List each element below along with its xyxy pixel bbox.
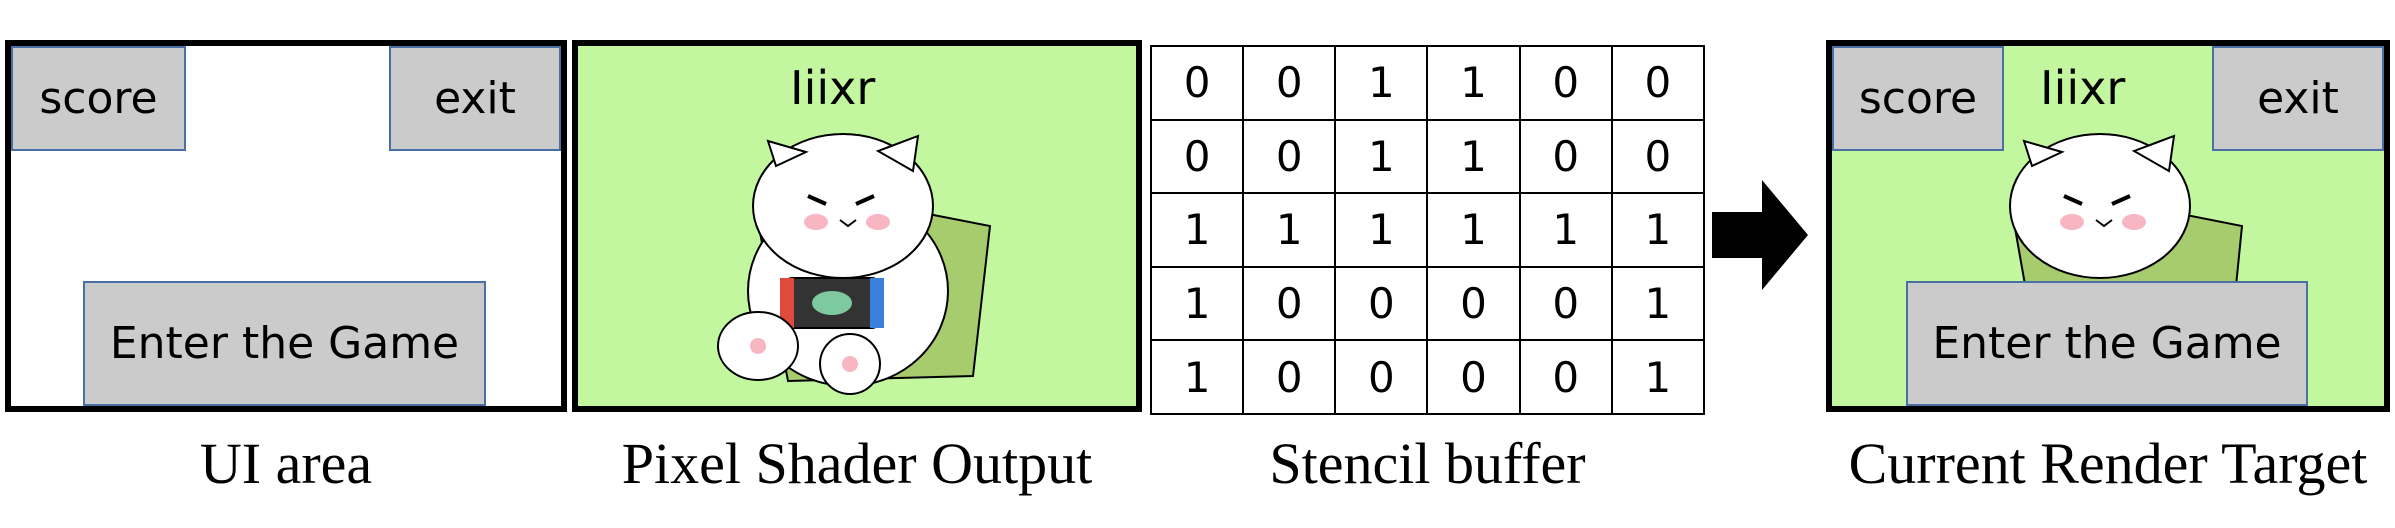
- stencil-cell: 1: [1151, 340, 1243, 414]
- stencil-cell: 0: [1520, 46, 1612, 120]
- stencil-row: 1 0 0 0 0 1: [1151, 340, 1704, 414]
- score-button[interactable]: score: [1832, 46, 2004, 151]
- render-title-text: Iiixr: [2040, 61, 2125, 115]
- render-target-caption: Current Render Target: [1826, 432, 2390, 496]
- enter-game-button[interactable]: Enter the Game: [1906, 281, 2308, 406]
- enter-game-button[interactable]: Enter the Game: [83, 281, 486, 406]
- render-target-panel: Iiixr score exit Enter the Game: [1826, 40, 2390, 412]
- stencil-cell: 1: [1612, 267, 1704, 341]
- pixel-shader-caption: Pixel Shader Output: [572, 432, 1142, 496]
- stencil-row: 1 0 0 0 0 1: [1151, 267, 1704, 341]
- stencil-cell: 1: [1335, 193, 1427, 267]
- ui-area-caption: UI area: [5, 432, 567, 496]
- stencil-cell: 0: [1427, 267, 1519, 341]
- stencil-cell: 0: [1427, 340, 1519, 414]
- right-arrow-icon: [1712, 180, 1812, 290]
- ui-area-panel: score exit Enter the Game: [5, 40, 567, 412]
- stencil-cell: 0: [1243, 267, 1335, 341]
- shader-title-text: Iiixr: [790, 61, 875, 115]
- stencil-buffer-table: 0 0 1 1 0 0 0 0 1 1 0 0 1 1 1 1 1 1 1 0 …: [1150, 45, 1705, 415]
- stencil-cell: 0: [1335, 340, 1427, 414]
- stencil-cell: 0: [1612, 120, 1704, 194]
- stencil-cell: 0: [1151, 120, 1243, 194]
- stencil-cell: 1: [1612, 193, 1704, 267]
- exit-button[interactable]: exit: [389, 46, 561, 151]
- stencil-cell: 0: [1520, 120, 1612, 194]
- stencil-cell: 0: [1520, 267, 1612, 341]
- cat-illustration: Iiixr: [578, 46, 1136, 406]
- stencil-cell: 1: [1335, 46, 1427, 120]
- pixel-shader-panel: Iiixr: [572, 40, 1142, 412]
- stencil-cell: 0: [1243, 340, 1335, 414]
- stencil-row: 0 0 1 1 0 0: [1151, 120, 1704, 194]
- stencil-cell: 1: [1427, 120, 1519, 194]
- exit-button[interactable]: exit: [2212, 46, 2384, 151]
- stencil-cell: 0: [1243, 46, 1335, 120]
- stencil-cell: 1: [1335, 120, 1427, 194]
- stencil-cell: 0: [1243, 120, 1335, 194]
- stencil-cell: 1: [1151, 193, 1243, 267]
- stencil-cell: 1: [1151, 267, 1243, 341]
- stencil-cell: 1: [1427, 193, 1519, 267]
- stencil-cell: 1: [1243, 193, 1335, 267]
- stencil-cell: 1: [1427, 46, 1519, 120]
- stencil-cell: 0: [1612, 46, 1704, 120]
- stencil-cell: 0: [1151, 46, 1243, 120]
- stencil-cell: 1: [1520, 193, 1612, 267]
- score-button[interactable]: score: [11, 46, 186, 151]
- stencil-row: 0 0 1 1 0 0: [1151, 46, 1704, 120]
- stencil-row: 1 1 1 1 1 1: [1151, 193, 1704, 267]
- stencil-caption: Stencil buffer: [1150, 432, 1705, 496]
- stencil-cell: 1: [1612, 340, 1704, 414]
- stencil-cell: 0: [1520, 340, 1612, 414]
- stencil-cell: 0: [1335, 267, 1427, 341]
